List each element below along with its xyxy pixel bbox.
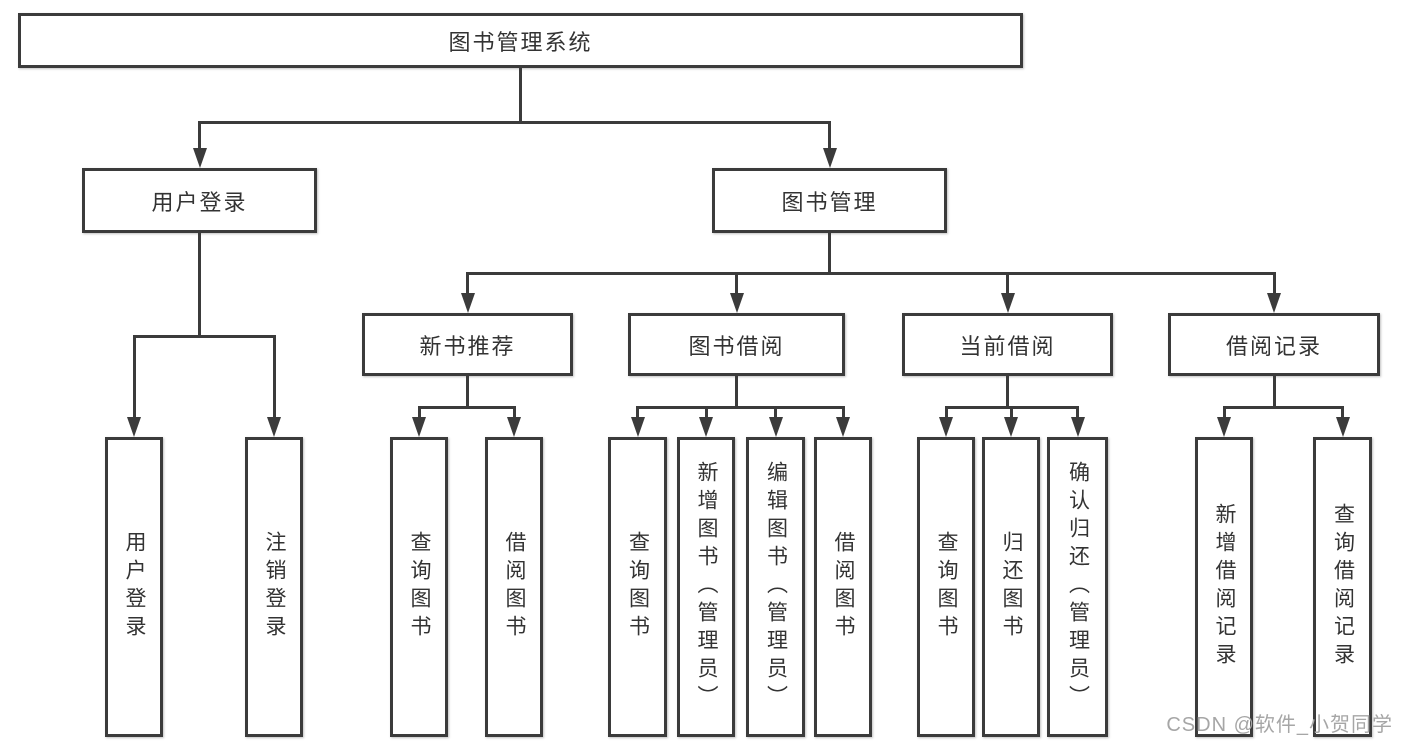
connector-drop [512,406,516,419]
arrow-down-icon [1000,293,1015,313]
arrow-down-icon [836,417,850,437]
connector-drop [272,335,276,419]
connector-drop [1272,272,1276,295]
node-label: 编辑图书（管理员） [764,461,788,713]
connector-drop [944,406,948,419]
node-label: 新增借阅记录 [1213,503,1236,671]
connector-stub [198,232,201,338]
arrow-down-icon [630,417,645,437]
node-bb-borrow: 借阅图书 [814,437,872,737]
connector-rail [417,406,516,409]
node-label: 借阅记录 [1225,333,1322,359]
arrow-down-icon [1335,417,1350,437]
node-new-books: 新书推荐 [362,313,573,376]
node-root: 图书管理系统 [18,13,1023,68]
connector-drop [704,406,708,419]
connector-rail [198,121,831,124]
node-label: 查询借阅记录 [1331,503,1355,671]
connector-drop [132,335,136,419]
node-login-leaf: 用户登录 [105,437,163,737]
connector-stub [828,232,831,275]
connector-rail [132,335,276,338]
connector-stub [466,375,469,409]
node-nb-borrow: 借阅图书 [485,437,543,737]
connector-drop [417,406,421,419]
node-book-mgmt: 图书管理 [712,168,947,233]
arrow-down-icon [460,293,475,313]
connector-stub [735,375,738,409]
node-cb-query: 查询图书 [917,437,975,737]
connector-stub [1272,375,1276,409]
arrow-down-icon [192,148,207,168]
csdn-watermark: CSDN @软件_小贺同学 [1166,714,1393,736]
arrow-down-icon [412,417,426,437]
node-label: 查询图书 [626,531,650,643]
node-current-borrow: 当前借阅 [902,313,1113,376]
arrow-down-icon [768,417,783,437]
node-nb-query: 查询图书 [390,437,448,737]
connector-drop [636,406,639,419]
node-bb-edit: 编辑图书（管理员） [746,437,805,737]
arrow-down-icon [267,417,281,437]
connector-stub [1006,375,1009,409]
node-label: 图书借阅 [688,333,785,359]
arrow-down-icon [1217,417,1231,437]
arrow-down-icon [1267,293,1281,313]
node-br-add: 新增借阅记录 [1195,437,1253,737]
node-label: 图书管理 [781,189,878,215]
connector-stub [519,67,522,124]
connector-drop [198,121,201,150]
arrow-down-icon [127,417,141,437]
connector-drop [774,406,777,419]
connector-rail [466,272,1276,275]
node-book-borrow: 图书借阅 [628,313,845,376]
node-label: 注销登录 [263,531,286,643]
node-user-login: 用户登录 [82,168,317,233]
arrow-down-icon [729,293,744,313]
node-label: 新书推荐 [419,333,516,359]
node-cb-confirm: 确认归还（管理员） [1047,437,1108,737]
node-bb-add: 新增图书（管理员） [677,437,735,737]
node-label: 查询图书 [935,531,958,643]
node-label: 归还图书 [1000,531,1023,643]
node-label: 用户登录 [123,531,146,643]
node-cb-return: 归还图书 [982,437,1040,737]
arrow-down-icon [699,417,713,437]
arrow-down-icon [1004,417,1018,437]
node-bb-query: 查询图书 [608,437,667,737]
connector-drop [1006,272,1009,295]
arrow-down-icon [939,417,953,437]
connector-drop [466,272,469,295]
connector-drop [1009,406,1013,419]
arrow-down-icon [822,148,837,168]
node-br-query: 查询借阅记录 [1313,437,1372,737]
node-label: 图书管理系统 [448,29,593,55]
node-label: 用户登录 [151,189,248,215]
node-label: 借阅图书 [503,531,526,643]
connector-drop [1076,406,1079,419]
connector-drop [841,406,845,419]
node-label: 查询图书 [408,531,431,643]
node-label: 新增图书（管理员） [695,461,718,713]
connector-rail [636,406,845,409]
arrow-down-icon [1070,417,1085,437]
connector-drop [1341,406,1344,419]
node-logout-leaf: 注销登录 [245,437,303,737]
node-label: 当前借阅 [959,333,1056,359]
connector-rail [1222,406,1344,409]
node-label: 确认归还（管理员） [1066,461,1090,713]
connector-drop [828,121,831,150]
arrow-down-icon [507,417,521,437]
connector-drop [735,272,738,295]
node-label: 借阅图书 [832,531,855,643]
connector-drop [1222,406,1226,419]
node-borrow-records: 借阅记录 [1168,313,1380,376]
